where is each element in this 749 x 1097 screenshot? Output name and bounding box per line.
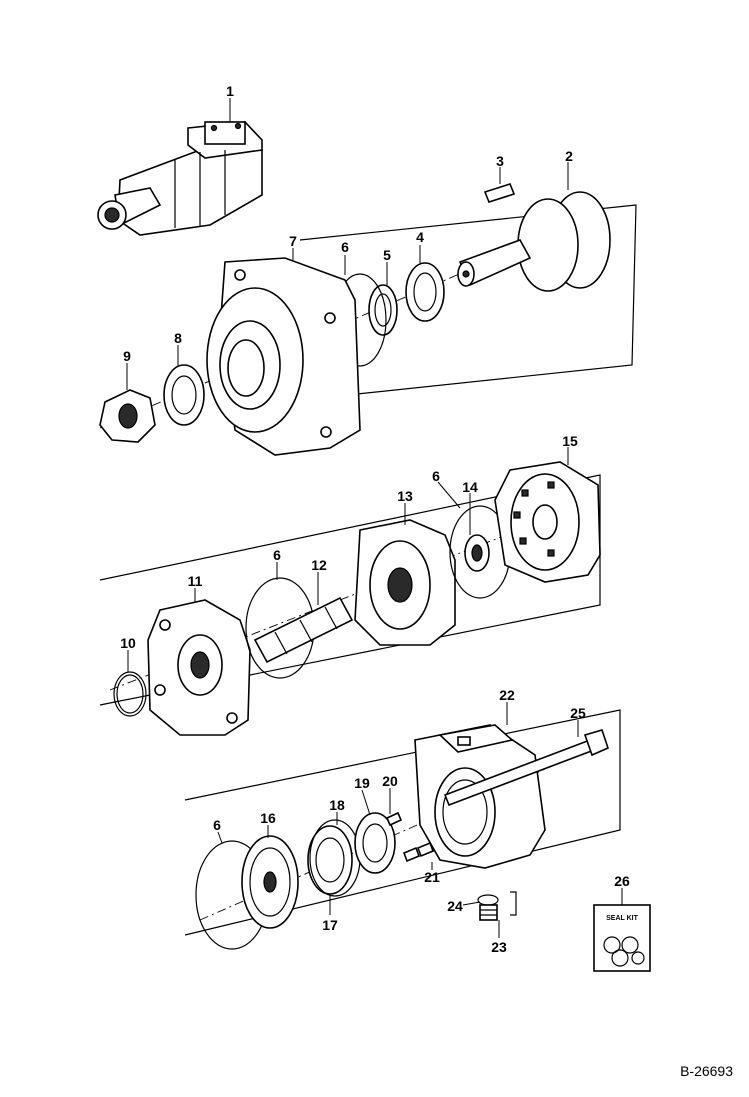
callout-2: 2 <box>565 148 573 164</box>
callout-22: 22 <box>499 687 515 703</box>
part-23-24-bracket <box>510 891 517 916</box>
callout-14: 14 <box>462 479 478 495</box>
part-11-flange-plate <box>147 599 251 736</box>
callout-13: 13 <box>397 488 413 504</box>
part-7-flange-housing <box>206 257 361 456</box>
seal-kit-label: SEAL KIT <box>606 915 638 922</box>
callout-15: 15 <box>562 433 578 449</box>
callouts: 1 2 3 4 5 6 7 8 9 15 6 14 13 6 12 11 10 … <box>120 83 630 955</box>
part-5-ring <box>368 284 398 336</box>
callout-6: 6 <box>213 817 221 833</box>
callout-26: 26 <box>614 873 630 889</box>
callout-1: 1 <box>226 83 234 99</box>
callout-5: 5 <box>383 247 391 263</box>
part-26-seal-kit: SEAL KIT <box>593 904 651 972</box>
leader-lines <box>126 98 623 938</box>
part-13-gerotor <box>354 519 456 646</box>
callout-11: 11 <box>188 573 203 589</box>
part-8-seal <box>163 364 205 426</box>
part-21-pins <box>402 841 435 863</box>
part-15-valve-plate <box>494 461 601 583</box>
callout-21: 21 <box>424 869 440 885</box>
part-10-o-ring <box>113 671 147 717</box>
callout-9: 9 <box>123 348 131 364</box>
part-1-motor-assembly <box>97 121 263 236</box>
callout-6: 6 <box>432 468 440 484</box>
callout-8: 8 <box>174 330 182 346</box>
callout-20: 20 <box>382 773 398 789</box>
part-24-plug-o-ring <box>477 894 499 906</box>
callout-16: 16 <box>260 810 276 826</box>
callout-24: 24 <box>447 898 463 914</box>
callout-18: 18 <box>329 797 345 813</box>
part-20-pin <box>385 811 403 827</box>
callout-3: 3 <box>496 153 504 169</box>
part-9-castle-nut <box>99 389 156 443</box>
callout-23: 23 <box>491 939 507 955</box>
part-22-end-cap <box>414 724 546 869</box>
part-3-key <box>483 183 516 203</box>
part-19-seal <box>354 812 396 874</box>
part-25-bolt <box>443 729 609 807</box>
callout-4: 4 <box>416 229 424 245</box>
part-17-bearing-seal <box>307 825 353 895</box>
part-23-plug <box>479 904 498 921</box>
part-12-drive-shaft <box>253 596 354 664</box>
part-16-balance-plate <box>241 835 299 929</box>
callout-25: 25 <box>570 705 586 721</box>
drawing-number: B-26693 <box>680 1063 733 1079</box>
callout-17: 17 <box>322 917 338 933</box>
callout-6: 6 <box>341 239 349 255</box>
callout-12: 12 <box>311 557 327 573</box>
callout-6: 6 <box>273 547 281 563</box>
callout-19: 19 <box>354 775 370 791</box>
part-2-shaft-bearing <box>457 191 611 292</box>
callout-7: 7 <box>289 233 297 249</box>
callout-10: 10 <box>120 635 136 651</box>
part-14-spacer-gear <box>464 534 490 572</box>
part-4-seal <box>405 262 445 322</box>
